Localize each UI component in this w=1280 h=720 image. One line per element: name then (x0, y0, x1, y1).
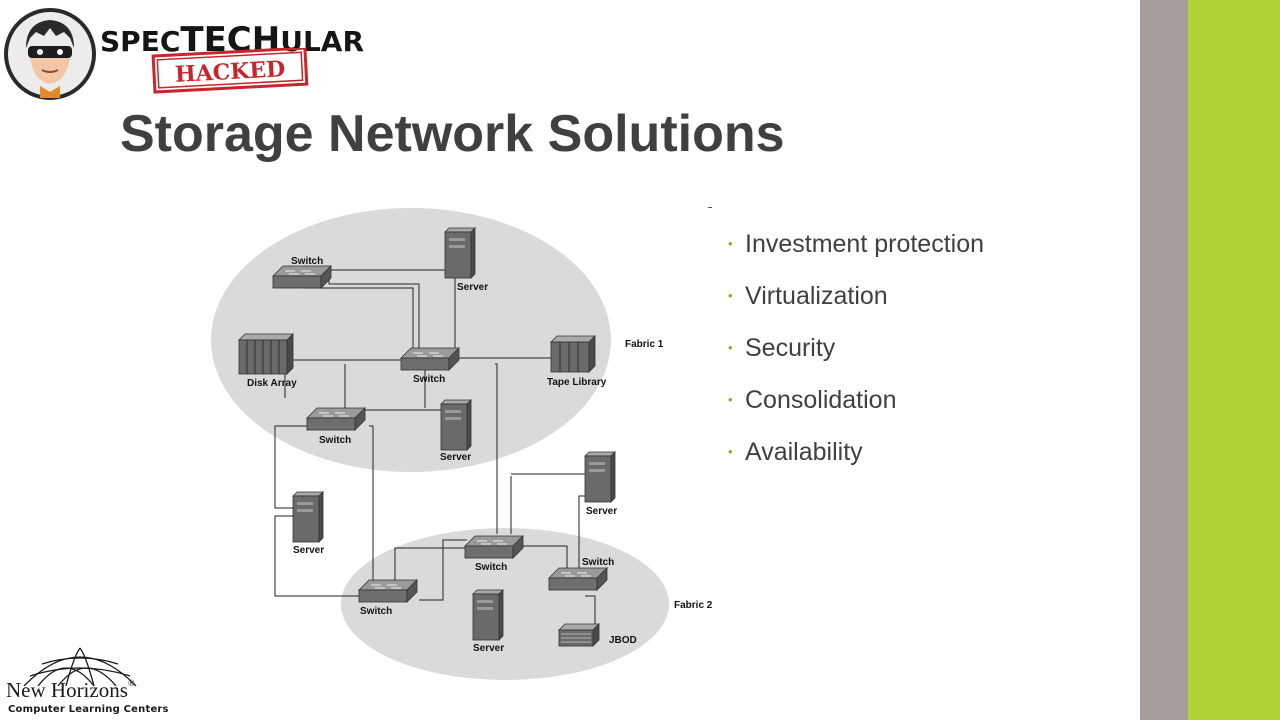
bullet-text: Availability (745, 438, 863, 466)
san-diagram: Switch Server Disk Array Switch Tape Lib… (205, 200, 725, 690)
bullet-item: • Investment protection (728, 226, 984, 278)
server-bottom-icon (472, 589, 504, 641)
disk-array-icon (238, 333, 294, 375)
label-disk-array: Disk Array (247, 378, 297, 389)
bullet-text: Virtualization (745, 282, 888, 310)
bullet-text: Investment protection (745, 230, 985, 258)
side-gray-bar (1140, 0, 1188, 720)
label-switch-f2-right: Switch (582, 557, 614, 568)
switch-lower-icon (306, 407, 366, 431)
spectechular-logo: SPECTECHULAR HACKED (4, 6, 384, 102)
label-jbod: JBOD (609, 635, 637, 646)
switch-f2-right-icon (548, 567, 608, 591)
label-fabric-2: Fabric 2 (674, 600, 713, 611)
switch-f2-left-icon (358, 579, 418, 603)
hacked-stamp: HACKED (151, 48, 309, 94)
globe-arc-icon (23, 647, 137, 686)
server-mid-icon (440, 399, 472, 451)
label-server-mid: Server (440, 452, 471, 463)
bullet-dot-icon: • (728, 288, 733, 303)
label-server-bottom: Server (473, 643, 504, 654)
jbod-icon (558, 623, 600, 647)
bullet-item: • Consolidation (728, 382, 984, 434)
label-switch-mid: Switch (413, 374, 445, 385)
bullet-item: • Security (728, 330, 984, 382)
hacker-avatar-icon (4, 8, 96, 100)
wordmark-left: SPEC (100, 25, 181, 58)
new-horizons-logo: New Horizons® Computer Learning Centers (4, 644, 169, 720)
bullet-dot-icon: • (728, 236, 733, 251)
bullet-item: • Virtualization (728, 278, 984, 330)
bullet-dot-icon: • (728, 444, 733, 459)
logo-name: New Horizons (6, 678, 128, 702)
bullet-list: • Investment protection • Virtualization •… (728, 226, 984, 486)
label-switch-f2-left: Switch (360, 606, 392, 617)
slide-title: Storage Network Solutions (120, 105, 785, 163)
label-switch-f2-center: Switch (475, 562, 507, 573)
bullet-dot-icon: • (728, 340, 733, 355)
stamp-text: HACKED (174, 56, 286, 88)
server-left-icon (292, 491, 324, 543)
small-tick-mark (708, 207, 712, 208)
san-diagram-svg: Switch Server Disk Array Switch Tape Lib… (211, 208, 713, 680)
label-server-left: Server (293, 545, 324, 556)
bullet-item: • Availability (728, 434, 984, 486)
label-tape-library: Tape Library (547, 377, 607, 388)
bullet-dot-icon: • (728, 392, 733, 407)
switch-f2-center-icon (464, 535, 524, 559)
logo-reg: ® (127, 678, 135, 688)
label-server-top: Server (457, 282, 488, 293)
label-server-right: Server (586, 506, 617, 517)
bullet-text: Consolidation (745, 386, 897, 414)
switch-mid-icon (400, 347, 460, 371)
new-horizons-subtitle: Computer Learning Centers (8, 704, 169, 715)
label-switch-lower: Switch (319, 435, 351, 446)
switch-top-icon (272, 265, 332, 289)
label-switch-top: Switch (291, 256, 323, 267)
label-fabric-1: Fabric 1 (625, 339, 664, 350)
connection-lines (258, 269, 596, 628)
tape-library-icon (550, 335, 596, 373)
bullet-text: Security (745, 334, 836, 362)
server-right-icon (584, 451, 616, 503)
server-top-icon (444, 227, 476, 279)
side-green-bar (1188, 0, 1280, 720)
new-horizons-name: New Horizons® (6, 678, 135, 703)
